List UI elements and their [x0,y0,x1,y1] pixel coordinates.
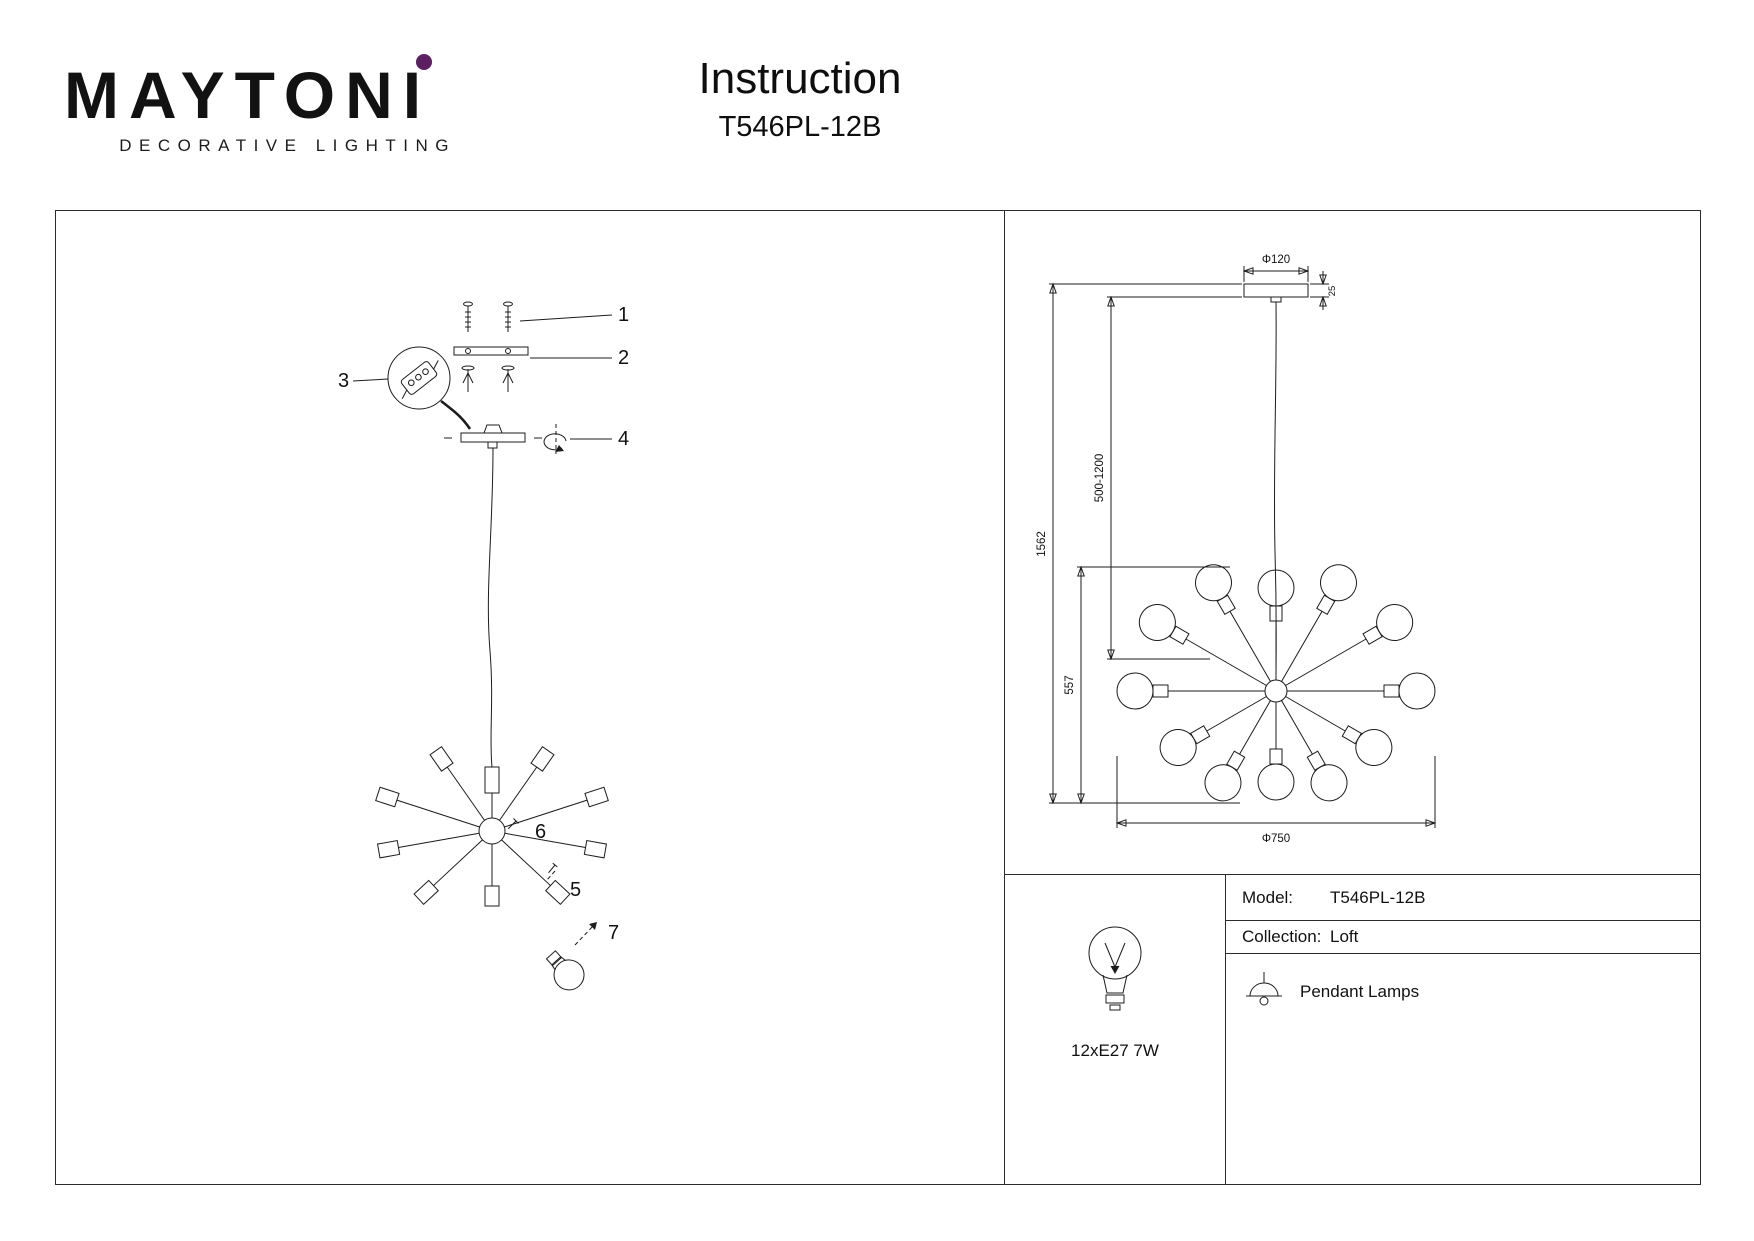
part-label-1: 1 [618,304,629,326]
svg-text:25: 25 [1327,286,1338,297]
leader-line-1 [519,314,613,322]
dim-suspension-range: 500-1200 [1094,297,1242,659]
suspension-wire [487,447,494,768]
product-info-cell: Model: T546PL-12B Collection: Loft Penda… [1226,875,1700,1184]
pendant-lamp-icon [1246,972,1282,1006]
dim-canopy-diameter: Φ120 [1244,254,1308,282]
part-label-7: 7 [608,922,619,944]
collection-label: Collection: [1242,927,1322,946]
dim-total-height: 1562 [1036,284,1242,803]
canopy-drawing [1243,283,1309,303]
spec-panel: 12xE27 7W Model: T546PL-12B Collection: … [1004,874,1701,1185]
dim-body-diameter: Φ750 [1117,756,1435,845]
dim-canopy-height: 25 [1310,271,1338,310]
part-label-3: 3 [338,370,349,392]
mounting-bracket-icon [453,346,529,392]
screws-icon [463,301,513,332]
brand-logo: MAYTONI DECORATIVE LIGHTING [64,54,494,156]
brand-accent-dot-icon [416,54,432,70]
socket-screw-icon [546,862,558,881]
lamp-spec-cell: 12xE27 7W [1005,875,1226,1184]
model-code: T546PL-12B [718,110,882,143]
lamp-spec-text: 12xE27 7W [1071,1041,1159,1060]
document-title: Instruction [698,54,902,103]
terminal-detail-icon [387,346,472,430]
svg-text:1562: 1562 [1036,531,1048,557]
collection-value: Loft [1330,927,1359,946]
canopy-icon [444,424,542,449]
category-row: Pendant Lamps [1226,954,1700,1030]
svg-text:Φ750: Φ750 [1262,833,1290,845]
bulb-spec-icon [1088,926,1142,1011]
rotate-arrow-icon [543,424,567,454]
svg-text:Φ120: Φ120 [1262,254,1290,266]
dimensions-panel: Φ120 25 [1004,210,1701,875]
part-label-5: 5 [570,879,581,901]
svg-text:500-1200: 500-1200 [1094,454,1106,503]
title-block: Instruction T546PL-12B [590,54,1010,144]
assembly-panel: 1 2 [55,210,1005,1185]
brand-tagline: DECORATIVE LIGHTING [119,136,456,155]
part-label-4: 4 [618,428,629,450]
dimension-drawing: Φ120 25 [1036,254,1700,845]
svg-text:557: 557 [1064,675,1076,694]
part-label-6: 6 [535,821,546,843]
part-label-2: 2 [618,347,629,369]
dim-body-height: 557 [1064,567,1230,803]
light-bulb-icon [545,922,597,991]
category-label: Pendant Lamps [1300,982,1420,1001]
assembly-diagram: 1 2 [338,301,629,991]
leader-line-3 [352,378,389,382]
collection-row: Collection: Loft [1226,921,1700,954]
brand-name: MAYTONI [64,58,432,132]
hub-screw-icon [507,818,519,830]
model-label: Model: [1242,887,1294,907]
model-value: T546PL-12B [1330,887,1426,907]
model-row: Model: T546PL-12B [1226,875,1700,921]
chandelier-body [375,746,609,907]
